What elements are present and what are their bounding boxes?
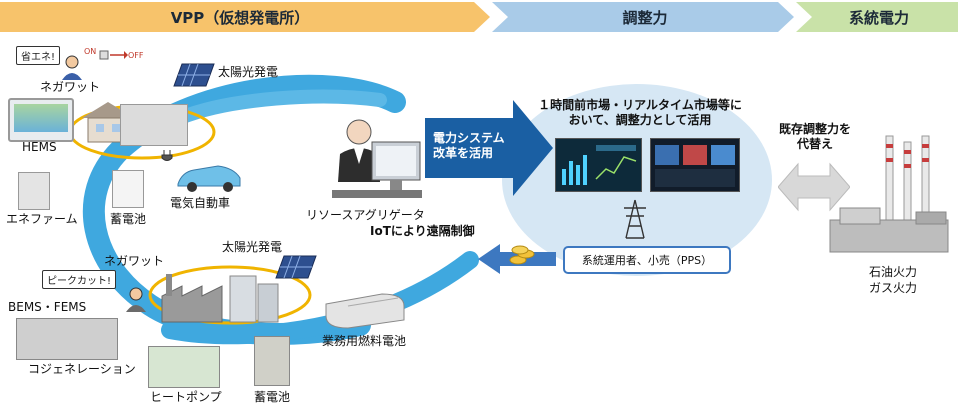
adjust-header: 調整力 xyxy=(622,9,668,27)
ev-label: 電気自動車 xyxy=(170,196,231,210)
solar-panel-top-icon xyxy=(173,63,215,87)
worker-icon xyxy=(126,287,146,312)
reform-arrow xyxy=(425,100,553,196)
adjust-header-shape xyxy=(492,2,794,32)
aggregator-icon xyxy=(332,119,422,198)
market-line-2: おいて、調整力として活用 xyxy=(568,113,712,127)
negawatt-bottom-label: ネガワット xyxy=(104,254,165,268)
trading-screen-room xyxy=(650,138,740,192)
heatpump-icon xyxy=(148,346,220,388)
bottom-orange-ring xyxy=(148,265,312,325)
heatpump-label: ヒートポンプ xyxy=(150,390,222,404)
hems-label: HEMS xyxy=(22,140,57,154)
battery-bottom-icon xyxy=(254,336,290,386)
grid-header-shape xyxy=(796,2,958,32)
peak-cut-callout: ピークカット! xyxy=(42,270,117,289)
battery-rack-top-icon xyxy=(120,104,188,146)
vpp-header-shape xyxy=(0,2,490,32)
battery-top-icon xyxy=(112,170,144,208)
market-line-1: １時間前市場・リアルタイム市場等に xyxy=(538,98,742,112)
solar-bottom-label: 太陽光発電 xyxy=(222,240,283,254)
operator-label: 系統運用者、小売（PPS） xyxy=(581,254,713,267)
iot-label: IoTにより遠隔制御 xyxy=(370,224,475,238)
replace-line-1: 既存調整力を xyxy=(778,122,851,136)
reform-line-2: 改革を活用 xyxy=(433,146,494,160)
swoosh-lower xyxy=(161,251,479,345)
off-label: OFF xyxy=(128,51,144,60)
trading-screen-chart xyxy=(555,138,642,192)
bems-label: BEMS・FEMS xyxy=(8,300,87,314)
reform-text: 電力システム 改革を活用 xyxy=(433,131,505,161)
coins-icon xyxy=(509,245,535,265)
battery-bottom-label: 蓄電池 xyxy=(254,390,291,404)
solar-top-label: 太陽光発電 xyxy=(218,65,279,79)
power-plant-icon xyxy=(829,135,949,253)
swoosh-inner xyxy=(173,89,387,125)
person-icon xyxy=(62,55,82,80)
save-energy-callout: 省エネ! xyxy=(16,46,61,65)
plant-label: 石油火力 ガス火力 xyxy=(830,264,956,296)
operator-box xyxy=(563,246,731,274)
enefarm-icon xyxy=(18,172,50,210)
pylon-icon xyxy=(624,199,646,239)
battery-top-label: 蓄電池 xyxy=(110,212,147,226)
negawatt-top-label: ネガワット xyxy=(40,80,101,94)
on-label: ON xyxy=(84,47,97,56)
plug-icon xyxy=(161,150,173,161)
enefarm-label: エネファーム xyxy=(6,212,78,226)
replace-text: 既存調整力を 代替え xyxy=(760,122,870,152)
grid-header: 系統電力 xyxy=(848,9,909,27)
header-banner xyxy=(0,2,958,32)
cogeneration-label: コジェネレーション xyxy=(28,362,136,376)
switch-arrow-icon xyxy=(99,50,128,60)
cogeneration-icon xyxy=(16,318,118,360)
factory-icon xyxy=(161,274,279,323)
fuelcell-label: 業務用燃料電池 xyxy=(322,334,407,348)
solar-panel-bottom-icon xyxy=(275,255,317,279)
ev-icon xyxy=(177,165,241,192)
double-arrow xyxy=(778,162,850,212)
hems-panel-icon xyxy=(8,98,74,142)
vpp-header: VPP（仮想発電所） xyxy=(170,9,310,27)
plant-line-2: ガス火力 xyxy=(868,281,917,295)
market-text: １時間前市場・リアルタイム市場等に おいて、調整力として活用 xyxy=(520,98,760,128)
aggregator-label: リソースアグリゲータ xyxy=(306,208,425,222)
reform-line-1: 電力システム xyxy=(433,131,505,145)
fuelcell-icon xyxy=(325,293,405,329)
replace-line-2: 代替え xyxy=(796,137,833,151)
plant-line-1: 石油火力 xyxy=(868,265,917,279)
